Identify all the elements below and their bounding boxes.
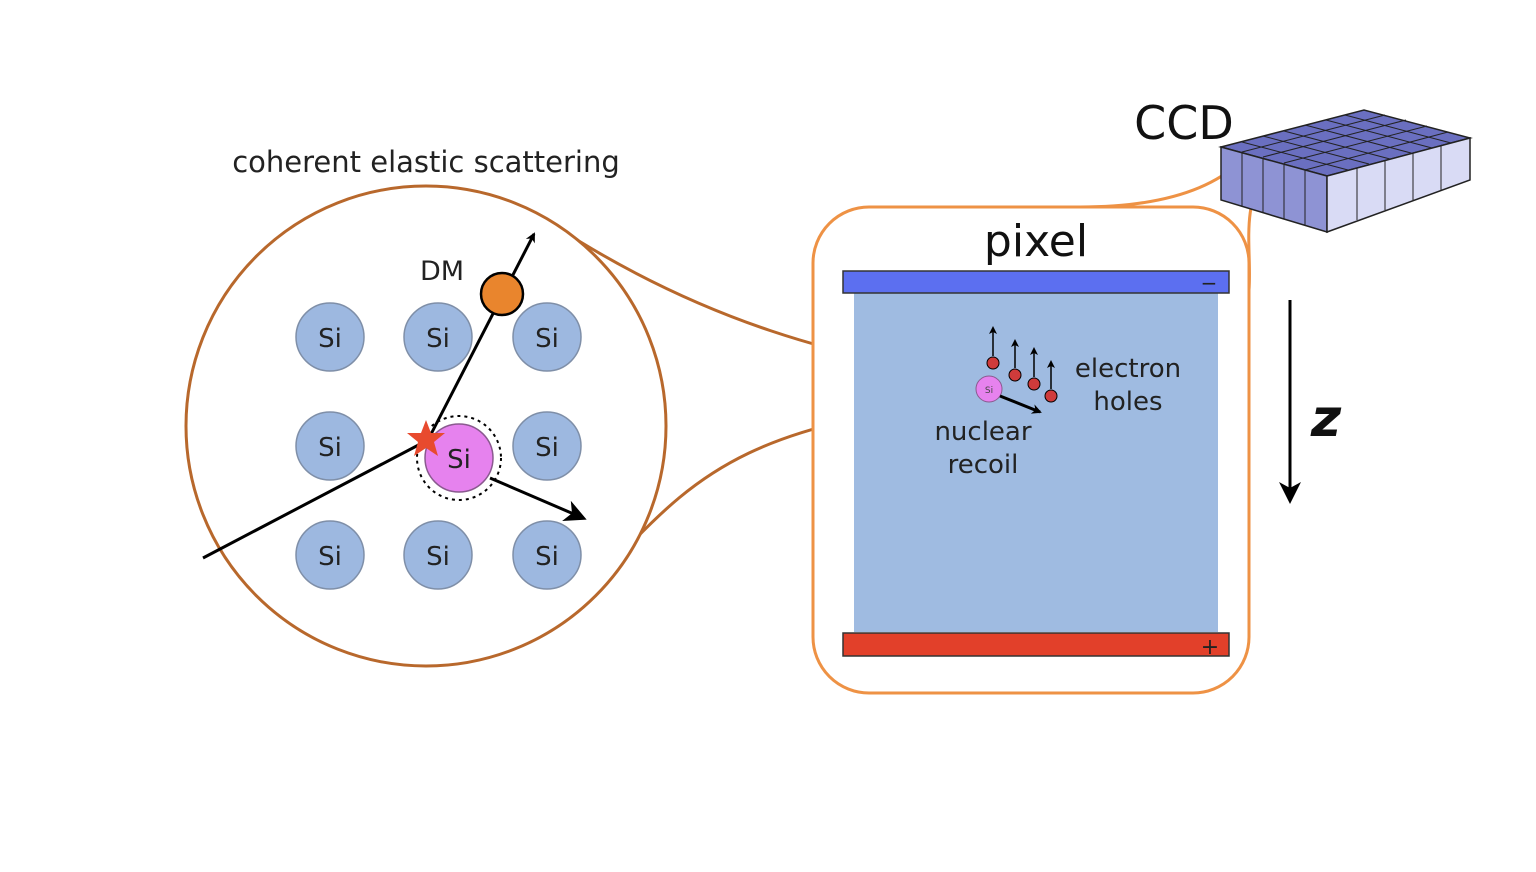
recoil-label: recoil — [948, 450, 1019, 480]
minus-sign: − — [1201, 271, 1218, 295]
pixel-recoil-atom — [975, 375, 1003, 403]
svg-text:Si: Si — [318, 324, 342, 354]
ccd-connector-top — [1079, 160, 1242, 209]
top-electrode — [842, 270, 1230, 294]
charge-carriers — [986, 326, 1058, 403]
si-atom: Si — [403, 520, 473, 590]
svg-text:Si: Si — [426, 542, 450, 572]
star-icon — [407, 420, 445, 456]
dm-outgoing-track — [426, 232, 536, 441]
svg-text:Si: Si — [426, 324, 450, 354]
si-lattice: Si Si Si Si Si Si Si Si — [295, 302, 582, 590]
svg-text:Si: Si — [447, 445, 471, 475]
si-atom: Si — [295, 411, 365, 481]
pixel-recoil-label: Si — [985, 386, 993, 396]
svg-text:Si: Si — [535, 542, 559, 572]
z-axis-label: z — [1310, 389, 1342, 449]
si-atom: Si — [512, 302, 582, 372]
pixel-recoil-arrow — [999, 394, 1042, 414]
electron-label: electron — [1075, 354, 1181, 384]
dm-particle — [479, 271, 525, 317]
ccd-sensor — [1218, 109, 1473, 234]
silicon-bulk — [854, 292, 1218, 632]
ccd-label: CCD — [1134, 96, 1234, 150]
si-atom: Si — [512, 520, 582, 590]
si-atom: Si — [512, 411, 582, 481]
si-atom: Si — [295, 520, 365, 590]
pixel-title: pixel — [984, 216, 1088, 267]
nuclear-label: nuclear — [934, 417, 1031, 447]
svg-text:Si: Si — [318, 542, 342, 572]
plus-sign: + — [1201, 635, 1219, 660]
dm-label: DM — [420, 256, 464, 287]
recoil-track — [489, 476, 587, 521]
recoil-si-atom: Si — [416, 415, 502, 501]
bottom-electrode — [842, 632, 1230, 657]
svg-text:Si: Si — [535, 324, 559, 354]
coherent-scattering-title: coherent elastic scattering — [232, 145, 620, 179]
holes-label: holes — [1093, 387, 1162, 417]
svg-text:Si: Si — [535, 433, 559, 463]
si-atom: Si — [295, 302, 365, 372]
si-atom: Si — [403, 302, 473, 372]
svg-text:Si: Si — [318, 433, 342, 463]
dm-incoming-track — [202, 438, 429, 560]
